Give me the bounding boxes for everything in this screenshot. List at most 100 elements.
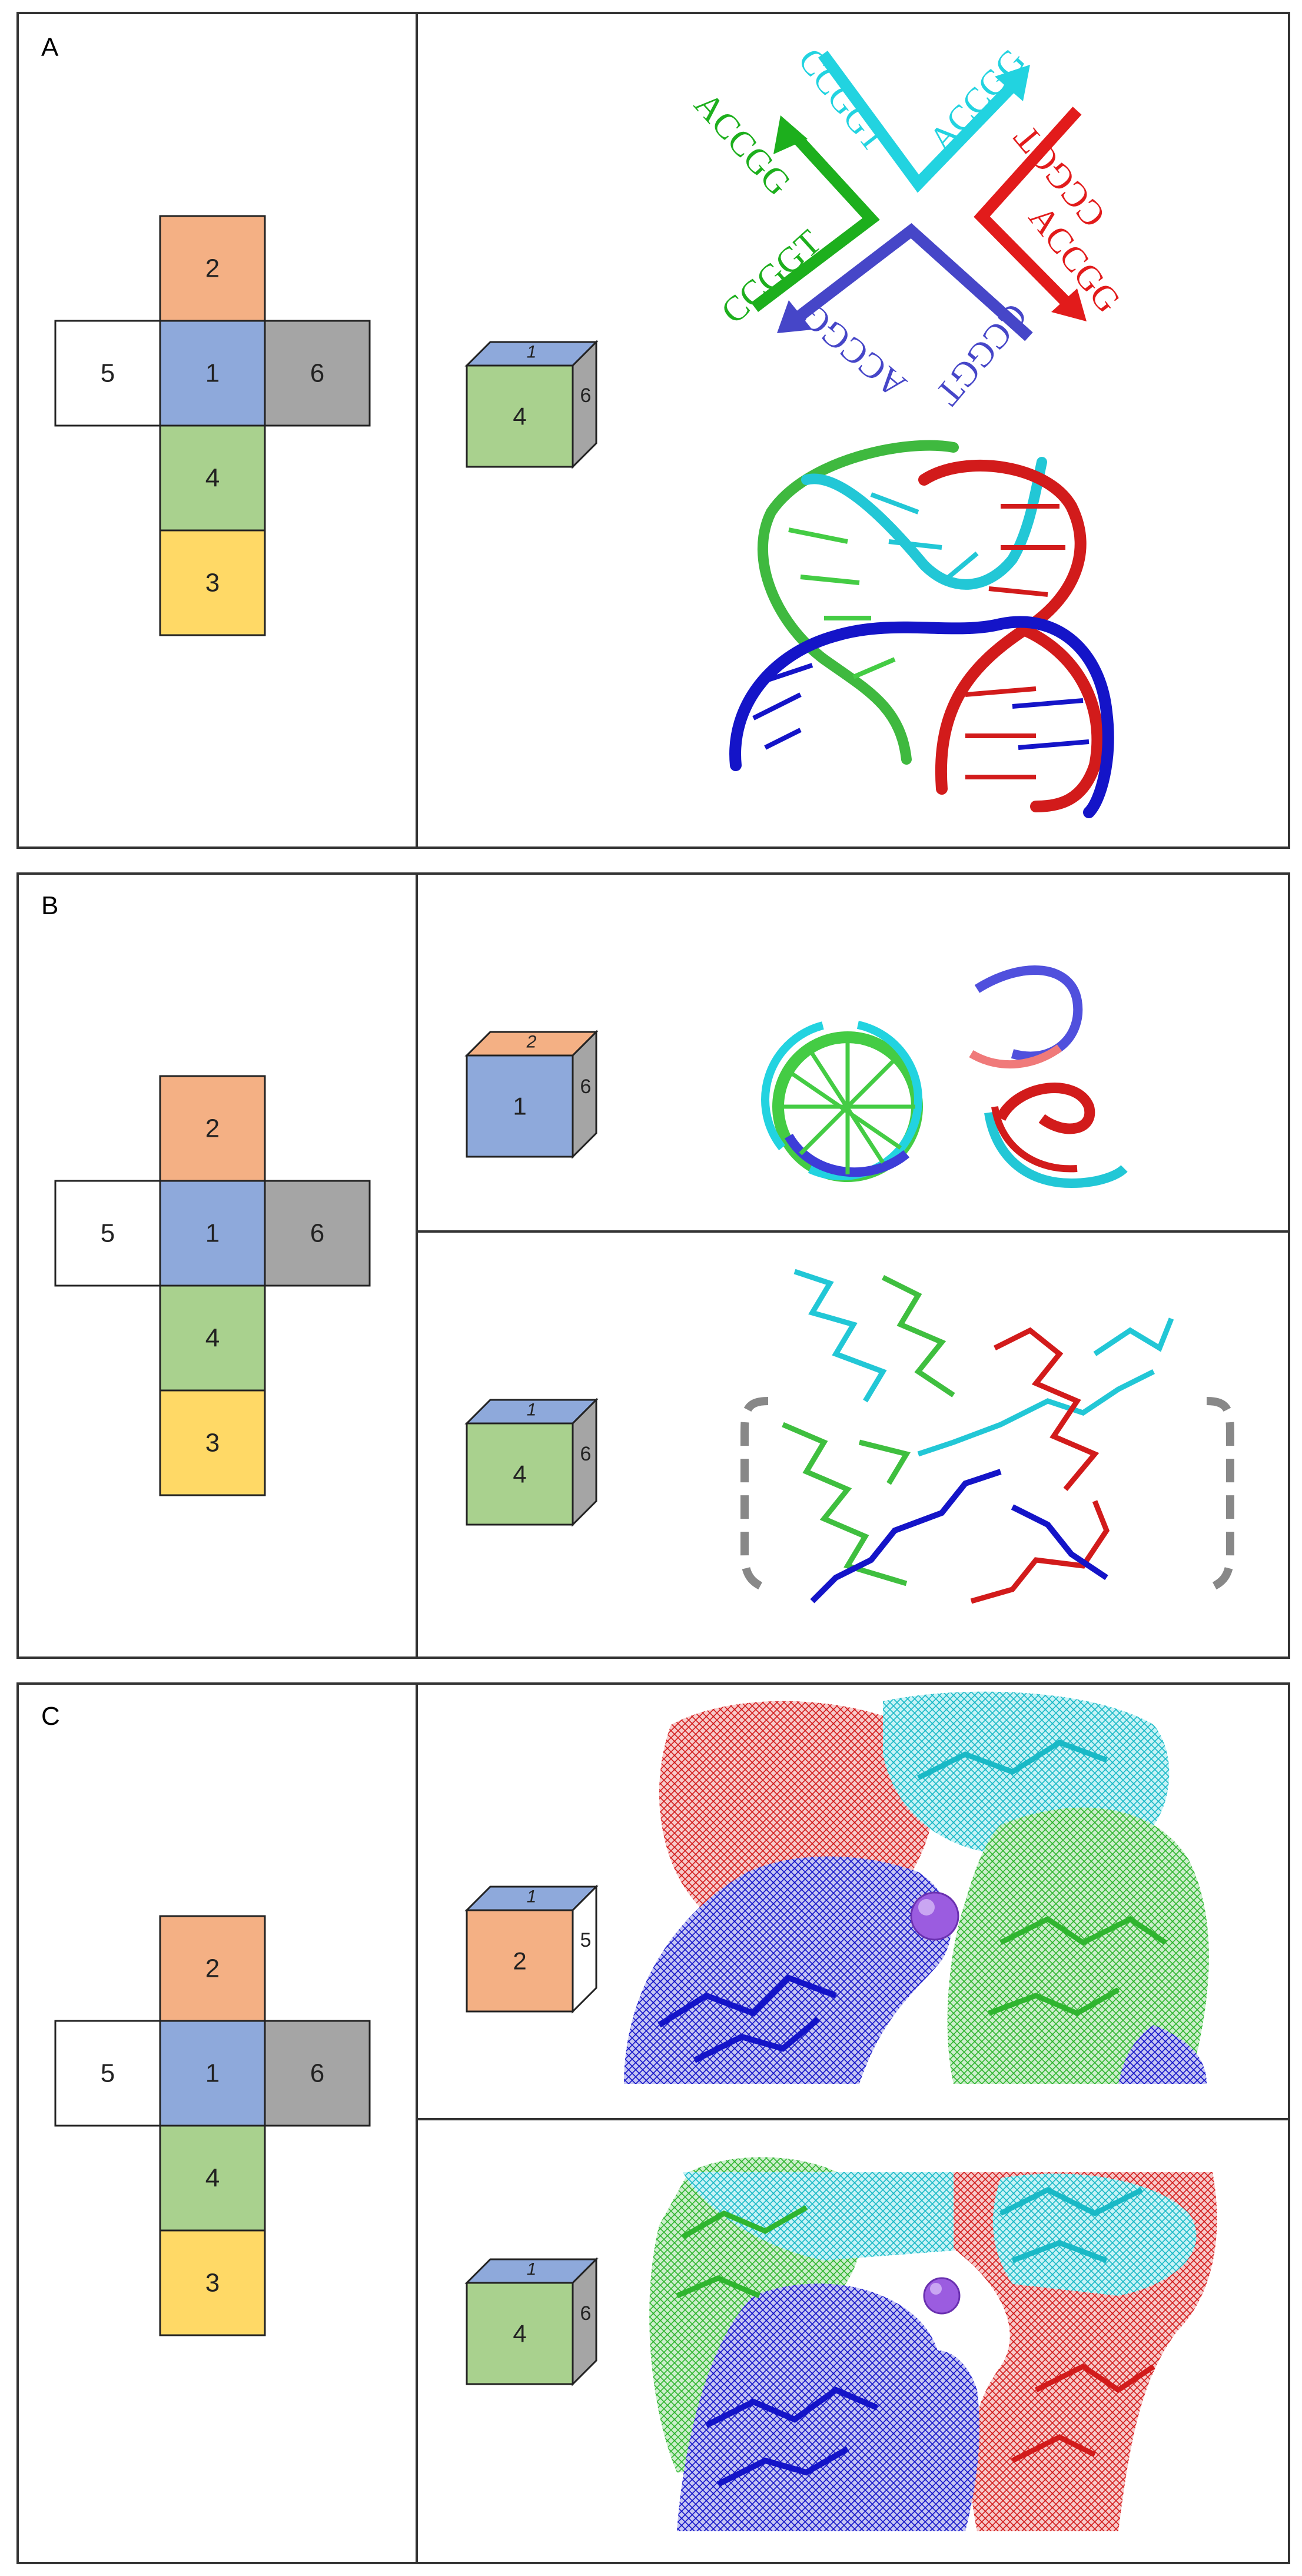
cube-front-label: 4: [513, 1460, 526, 1488]
panel-b-cube-top: 2 6 1: [464, 1030, 599, 1159]
cube-front-label: 4: [513, 403, 526, 430]
panel-b-letter: B: [41, 891, 58, 920]
dna-pink-strand: [969, 1044, 1062, 1069]
mesh-red-sticks: [1011, 2363, 1155, 2464]
mesh-blue-sticks: [657, 1974, 837, 2063]
left-bracket: [740, 1397, 770, 1594]
green-arrow-head: [773, 115, 808, 154]
net-face-1: [159, 320, 266, 427]
panel-a-cube-net: 2 5 1 6 4 3: [54, 215, 371, 636]
mesh-cyan-sticks: [999, 2186, 1144, 2263]
dna-blue-loop: [974, 965, 1083, 1061]
net-label-face-1: 1: [205, 2059, 220, 2088]
net-label-face-4: 4: [205, 2164, 220, 2193]
net-face-3: [159, 1389, 266, 1496]
net-face-3: [159, 529, 266, 636]
dna-red-backbone: [918, 460, 1087, 795]
net-label-face-5: 5: [101, 2059, 115, 2088]
cube-side-label: 6: [580, 384, 592, 407]
cube-top-label: 2: [526, 1033, 537, 1052]
cube-front-label: 1: [513, 1093, 526, 1120]
dna-red-backbone-lower: [1018, 624, 1104, 812]
net-label-face-3: 3: [205, 2269, 220, 2298]
cyan-strand-arrow: [818, 51, 1021, 193]
net-face-4: [159, 424, 266, 532]
blue-arrow-head: [777, 300, 812, 333]
red-strand-arrow: [974, 107, 1082, 311]
cube-front-face: [466, 1422, 574, 1526]
panel-a-frame: [16, 12, 1290, 849]
net-label-face-6: 6: [310, 1219, 324, 1248]
net-label-face-5: 5: [101, 359, 115, 388]
dna-cyan-backbone: [801, 457, 1047, 590]
panel-c-cube-top: 1 5 2: [464, 1884, 599, 2014]
mesh-cyan-left: [683, 2172, 1005, 2260]
net-face-2: [159, 1915, 266, 2022]
sticks-green: [782, 1274, 955, 1586]
mesh-blue-region: [624, 1856, 952, 2084]
net-face-4: [159, 1284, 266, 1392]
net-face-5: [54, 1180, 161, 1287]
blue-strand-arrow: [789, 223, 1033, 341]
dna-blue-arc: [785, 1133, 910, 1177]
junction-schematic: CCGGT ACCGG CCGGT ACCGG ACCGG CCGGT ACCG…: [687, 41, 1128, 413]
ion-sphere: [910, 1891, 959, 1941]
cube-front-face: [466, 364, 574, 468]
dna-green-rungs: [788, 527, 896, 679]
net-face-2: [159, 215, 266, 322]
panel-b-cube-bottom: 1 6 4: [464, 1397, 599, 1527]
cube-front-face: [466, 2282, 574, 2385]
blue-seq-left: ACCGG: [793, 296, 913, 406]
panel-c-cube-bottom: 1 6 4: [464, 2257, 599, 2386]
net-label-face-1: 1: [205, 1219, 220, 1248]
dna-blue-backbone: [729, 616, 1114, 818]
net-face-2: [159, 1075, 266, 1182]
ion-sphere-highlight: [918, 1899, 935, 1916]
panel-a-letter: A: [41, 33, 59, 62]
mesh-green-sticks: [676, 2205, 808, 2299]
dna-red-loop: [995, 1083, 1095, 1134]
cube-side-label: 6: [580, 1075, 592, 1098]
net-label-face-5: 5: [101, 1219, 115, 1248]
net-label-face-1: 1: [205, 359, 220, 388]
cube-top-label: 1: [527, 1887, 537, 1907]
panel-b-top-view-dna: [761, 965, 1128, 1189]
net-face-6: [264, 2020, 371, 2127]
panel-a-cube: 1 6 4: [464, 340, 599, 469]
sticks-red: [970, 1327, 1110, 1604]
cube-front-label: 2: [513, 1947, 526, 1975]
dna-cyan-rungs: [870, 492, 979, 585]
cube-top-label: 1: [527, 1400, 537, 1420]
net-label-face-3: 3: [205, 1429, 220, 1458]
dna-ring-rungs: [783, 1039, 915, 1174]
dna-green-backbone: [758, 440, 959, 765]
mesh-blue-corner: [1118, 2025, 1207, 2084]
cube-side-label: 6: [580, 2302, 592, 2325]
net-label-face-4: 4: [205, 1324, 220, 1353]
net-face-3: [159, 2229, 266, 2336]
ion-sphere: [923, 2277, 961, 2315]
cube-front-label: 4: [513, 2320, 526, 2348]
net-label-face-3: 3: [205, 569, 220, 597]
net-label-face-4: 4: [205, 464, 220, 493]
panel-c-top-mesh: [624, 1691, 1209, 2084]
panel-b: B 2 5 1 6 4 3 2 6 1: [16, 872, 1290, 1659]
panel-c-frame: [16, 1682, 1290, 2564]
panel-b-side-view-dna: [740, 1269, 1234, 1604]
cube-side-label: 6: [580, 1443, 592, 1465]
net-label-face-6: 6: [310, 2059, 324, 2088]
cube-top-label: 1: [527, 2260, 537, 2279]
net-face-6: [264, 320, 371, 427]
dna-blue-rungs: [752, 663, 1090, 750]
cube-top-label: 1: [527, 343, 537, 362]
net-label-face-6: 6: [310, 359, 324, 388]
mesh-cyan-right: [992, 2173, 1197, 2296]
right-bracket: [1205, 1397, 1234, 1594]
cube-front-face: [466, 1909, 574, 2013]
mesh-blue-sticks: [705, 2386, 878, 2487]
panel-b-cube-net: 2 5 1 6 4 3: [54, 1075, 371, 1496]
green-strand-arrow: [750, 130, 880, 312]
mesh-green-region: [947, 1807, 1209, 2084]
net-face-4: [159, 2124, 266, 2232]
